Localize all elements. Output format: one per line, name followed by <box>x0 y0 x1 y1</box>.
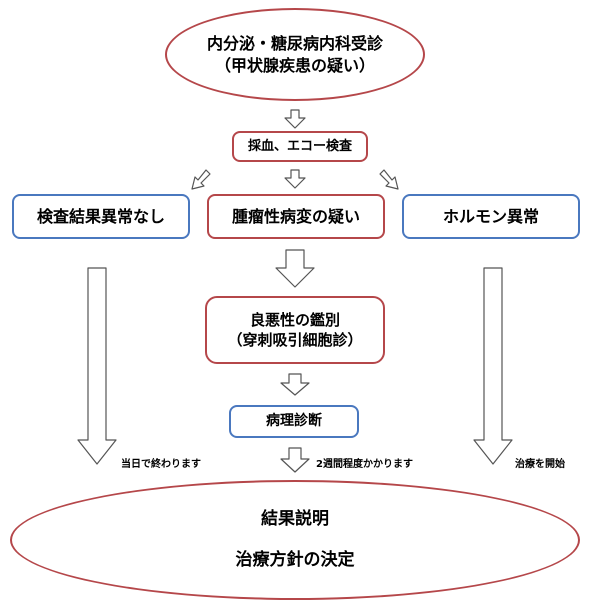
pathology-box: 病理診断 <box>229 405 359 438</box>
branch-normal-box: 検査結果異常なし <box>12 194 190 239</box>
branch-normal-label: 検査結果異常なし <box>36 206 165 226</box>
differential-subtitle: （穿刺吸引細胞診） <box>227 331 363 349</box>
note-same-day: 当日で終わります <box>121 459 201 470</box>
pathology-label: 病理診断 <box>266 413 322 430</box>
treatment-policy-title: 治療方針の決定 <box>235 550 355 570</box>
note-two-weeks: 2週間程度かかります <box>316 459 413 470</box>
branch-hormone-label: ホルモン異常 <box>442 206 539 226</box>
arrow-diagonal-left-icon <box>191 169 211 190</box>
department-visit-title: 内分泌・糖尿病内科受診 <box>206 33 383 53</box>
arrow-down-icon <box>275 249 315 288</box>
note-start-treatment: 治療を開始 <box>515 459 565 470</box>
exam-box: 採血、エコー検査 <box>232 131 368 162</box>
arrow-down-long-icon <box>473 267 513 465</box>
result-box: 結果説明 治療方針の決定 <box>10 480 580 600</box>
differential-diagnosis-box: 良悪性の鑑別 （穿刺吸引細胞診） <box>205 296 385 364</box>
exam-label: 採血、エコー検査 <box>247 138 352 154</box>
branch-tumor-box: 腫瘤性病変の疑い <box>207 194 385 239</box>
branch-tumor-label: 腫瘤性病変の疑い <box>231 206 360 226</box>
arrow-down-icon <box>284 169 306 189</box>
branch-hormone-box: ホルモン異常 <box>402 194 580 239</box>
arrow-down-icon <box>284 109 306 129</box>
arrow-down-long-icon <box>77 267 117 465</box>
result-title: 結果説明 <box>261 509 329 530</box>
differential-title: 良悪性の鑑別 <box>249 310 340 329</box>
department-visit-box: 内分泌・糖尿病内科受診 （甲状腺疾患の疑い） <box>165 8 425 101</box>
arrow-down-icon <box>280 373 310 396</box>
arrow-diagonal-right-icon <box>379 169 399 190</box>
department-visit-subtitle: （甲状腺疾患の疑い） <box>214 55 375 75</box>
arrow-down-icon <box>280 447 310 473</box>
